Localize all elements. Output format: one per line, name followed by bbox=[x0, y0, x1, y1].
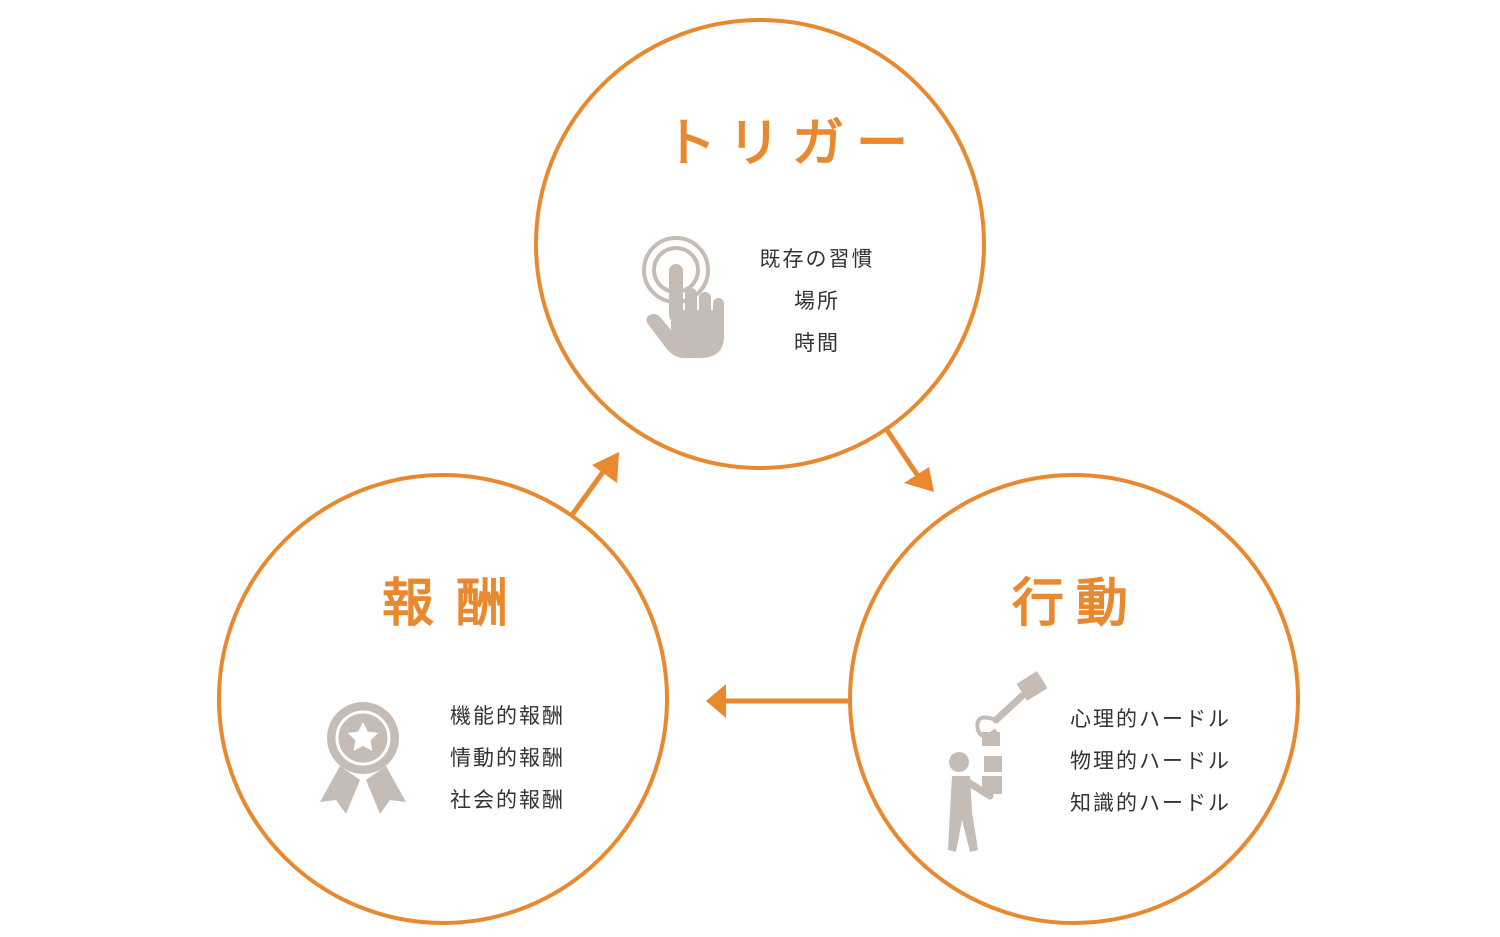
reward-title: 報酬 bbox=[382, 574, 531, 634]
arrow-trigger-to-action bbox=[882, 425, 934, 492]
arrow-action-to-reward bbox=[706, 684, 848, 718]
person-blocks-icon bbox=[948, 671, 1048, 852]
action-circle bbox=[848, 473, 1300, 925]
trigger-item: 既存の習慣 bbox=[759, 247, 875, 271]
action-title: 行動 bbox=[1012, 574, 1141, 634]
trigger-items: 既存の習慣 場所 時間 bbox=[742, 238, 892, 364]
action-item: 心理的ハードル bbox=[1070, 707, 1231, 731]
reward-item: 情動的報酬 bbox=[450, 746, 565, 770]
reward-item: 機能的報酬 bbox=[450, 704, 565, 728]
reward-item: 社会的報酬 bbox=[450, 788, 565, 812]
trigger-item: 場所 bbox=[794, 289, 840, 313]
reward-items: 機能的報酬 情動的報酬 社会的報酬 bbox=[450, 695, 565, 821]
action-item: 物理的ハードル bbox=[1070, 749, 1231, 773]
trigger-circle bbox=[534, 18, 986, 470]
trigger-title: トリガー bbox=[664, 114, 921, 174]
touch-hand-icon bbox=[642, 236, 724, 358]
action-items: 心理的ハードル 物理的ハードル 知識的ハードル bbox=[1070, 698, 1231, 824]
trigger-item: 時間 bbox=[794, 331, 840, 355]
award-ribbon-icon bbox=[320, 702, 406, 814]
action-item: 知識的ハードル bbox=[1070, 791, 1231, 815]
reward-circle bbox=[217, 473, 669, 925]
arrow-reward-to-trigger bbox=[569, 452, 619, 517]
